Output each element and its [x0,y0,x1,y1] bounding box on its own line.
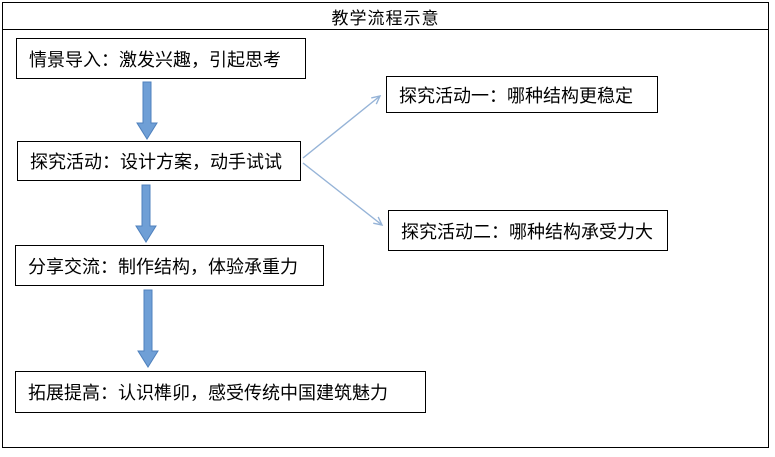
diagram-title-bar: 教学流程示意 [3,3,768,30]
block-arrow-intro-to-explore [136,81,158,140]
flow-node-intro-label: 情景导入：激发兴趣，引起思考 [29,49,281,70]
flow-node-explore-1: 探究活动一：哪种结构更稳定 [386,76,658,113]
connector-explore-to-explore-1 [302,95,382,159]
flow-node-extend-label: 拓展提高：认识榫卯，感受传统中国建筑魅力 [28,383,388,403]
flow-node-explore-2-label: 探究活动二：哪种结构承受力大 [401,221,653,242]
flow-node-share-label: 分享交流：制作结构，体验承重力 [28,256,298,277]
flow-node-explore-2: 探究活动二：哪种结构承受力大 [388,210,668,251]
flow-node-explore: 探究活动：设计方案，动手试试 [17,141,301,181]
diagram-title: 教学流程示意 [331,8,440,28]
block-arrow-explore-to-share [135,184,157,243]
flow-node-intro: 情景导入：激发兴趣，引起思考 [16,38,306,79]
connector-explore-to-explore-2 [302,162,384,226]
flow-node-explore-label: 探究活动：设计方案，动手试试 [30,152,282,172]
flow-node-share: 分享交流：制作结构，体验承重力 [15,245,324,286]
flow-node-extend: 拓展提高：认识榫卯，感受传统中国建筑魅力 [15,371,426,413]
flow-node-explore-1-label: 探究活动一：哪种结构更稳定 [399,85,633,106]
block-arrows [135,81,159,368]
thin-connectors [302,95,384,226]
block-arrow-share-to-extend [137,289,159,368]
